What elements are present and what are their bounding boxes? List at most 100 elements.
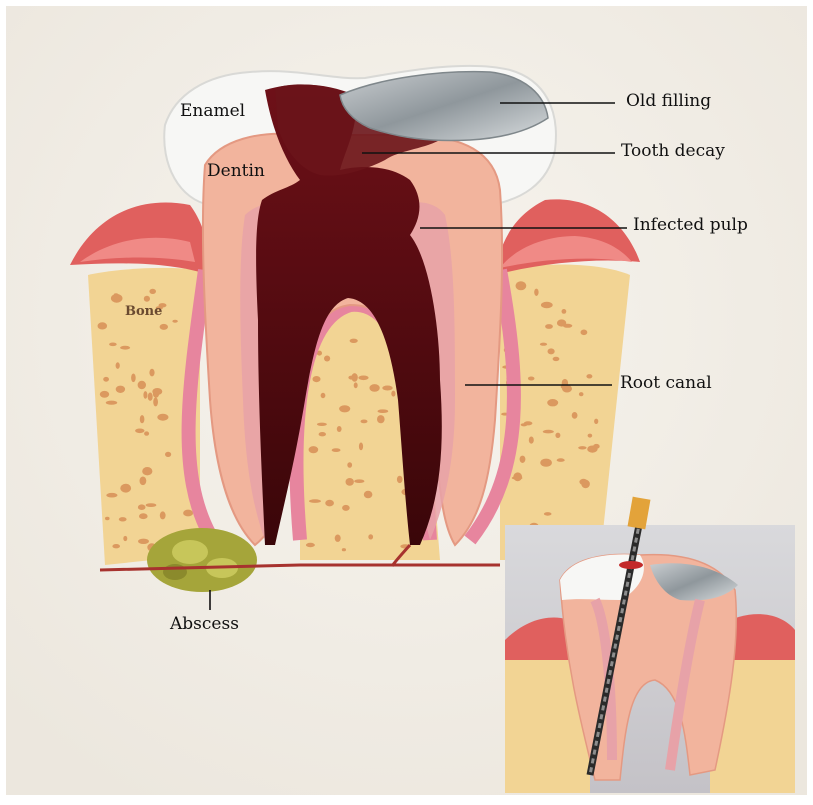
bone-pore (529, 437, 534, 444)
bone-pore (98, 322, 108, 329)
bone-pore (157, 414, 168, 421)
bone-pore (342, 505, 350, 511)
bone-pore (152, 388, 162, 395)
bone-pore (106, 493, 117, 498)
label-old-filling: Old filling (626, 93, 711, 110)
bone-pore (103, 377, 109, 382)
abscess-lesion (147, 528, 257, 592)
bone-pore (594, 419, 598, 424)
bone-pore (377, 415, 385, 423)
bone-pore (100, 391, 109, 398)
bone-pore (548, 348, 555, 354)
bone-pore (543, 430, 554, 434)
bone-pore (138, 381, 146, 389)
bone-pore (581, 480, 590, 488)
bone-pore (545, 324, 553, 329)
bone-pore (581, 330, 588, 336)
bone-pore (339, 405, 350, 412)
bone-pore (359, 443, 363, 451)
bone-pore (120, 346, 130, 350)
bone-pore (144, 431, 149, 435)
bone-pore (332, 448, 341, 452)
bone-pore (588, 434, 593, 438)
bone-pore (337, 426, 342, 432)
bone-pore (309, 499, 321, 503)
bone-pore (578, 446, 586, 449)
bone-pore (149, 369, 154, 377)
bone-pore (358, 376, 368, 381)
bone-pore (119, 517, 127, 521)
bone-pore (534, 289, 538, 296)
bone-pore (131, 374, 136, 383)
bone-pore (105, 517, 110, 520)
bone-pore (541, 302, 553, 308)
label-tooth-decay: Tooth decay (621, 143, 725, 160)
bone-pore (348, 376, 354, 380)
bone-pore (116, 362, 120, 369)
bone-pore (524, 421, 533, 425)
bone-pore (321, 393, 326, 398)
label-enamel: Enamel (180, 103, 245, 120)
bone-pore (146, 503, 157, 507)
bone-pore (562, 309, 567, 314)
bone-pore (140, 415, 145, 423)
bone-pore (309, 446, 319, 453)
bone-pore (572, 412, 578, 419)
bone-pore (540, 459, 552, 467)
bone-pore (325, 500, 334, 507)
bone-pore (306, 543, 315, 547)
bone-pore (593, 444, 600, 449)
bone-pore (586, 374, 592, 378)
bone-pore (109, 343, 117, 347)
label-infected-pulp: Infected pulp (633, 217, 748, 234)
inset-root-canal-procedure (505, 497, 795, 793)
label-dentin: Dentin (207, 163, 265, 180)
bone-pore (553, 357, 560, 361)
bone-pore (397, 476, 403, 483)
bone-pore (544, 512, 552, 516)
bone-pore (116, 386, 125, 393)
bone-pore (579, 392, 584, 396)
bone-pore (160, 324, 168, 330)
bone-pore (555, 433, 560, 438)
bone-pore (368, 534, 373, 539)
bone-pore (172, 320, 177, 323)
bone-pore (144, 296, 150, 302)
bone-pore (138, 504, 146, 510)
bone-pore (346, 478, 354, 486)
bone-pore (183, 510, 193, 517)
bone-pore (114, 293, 119, 296)
bone-pore (165, 452, 171, 457)
bone-pore (378, 409, 389, 413)
bone-pore (149, 289, 156, 294)
bone-pore (139, 513, 148, 519)
bone-pore (361, 420, 368, 424)
bone-pore (347, 462, 352, 468)
bone-pore (382, 386, 392, 391)
bone-pore (317, 423, 327, 426)
bone-pore (520, 456, 526, 463)
label-root-canal: Root canal (620, 375, 712, 392)
bone-pore (350, 339, 358, 343)
bone-pore (324, 356, 330, 362)
bone-pore (369, 384, 379, 392)
bone-pore (140, 477, 147, 486)
bone-pore (148, 393, 153, 401)
label-abscess: Abscess (170, 616, 239, 633)
bone-pore (313, 376, 321, 382)
bone-pore (160, 511, 166, 519)
bone-pore (354, 382, 358, 388)
bone-pore (123, 536, 127, 541)
bone-pore (557, 458, 565, 462)
bone-pore (143, 391, 147, 399)
bone-pore (106, 401, 118, 405)
bone-pore (540, 343, 547, 346)
label-bone: Bone (125, 305, 162, 318)
bone-pore (319, 432, 326, 436)
bone-pore (138, 539, 149, 544)
bone-pore (364, 491, 373, 499)
bone-pore (354, 479, 364, 483)
bone-pore (153, 397, 158, 406)
